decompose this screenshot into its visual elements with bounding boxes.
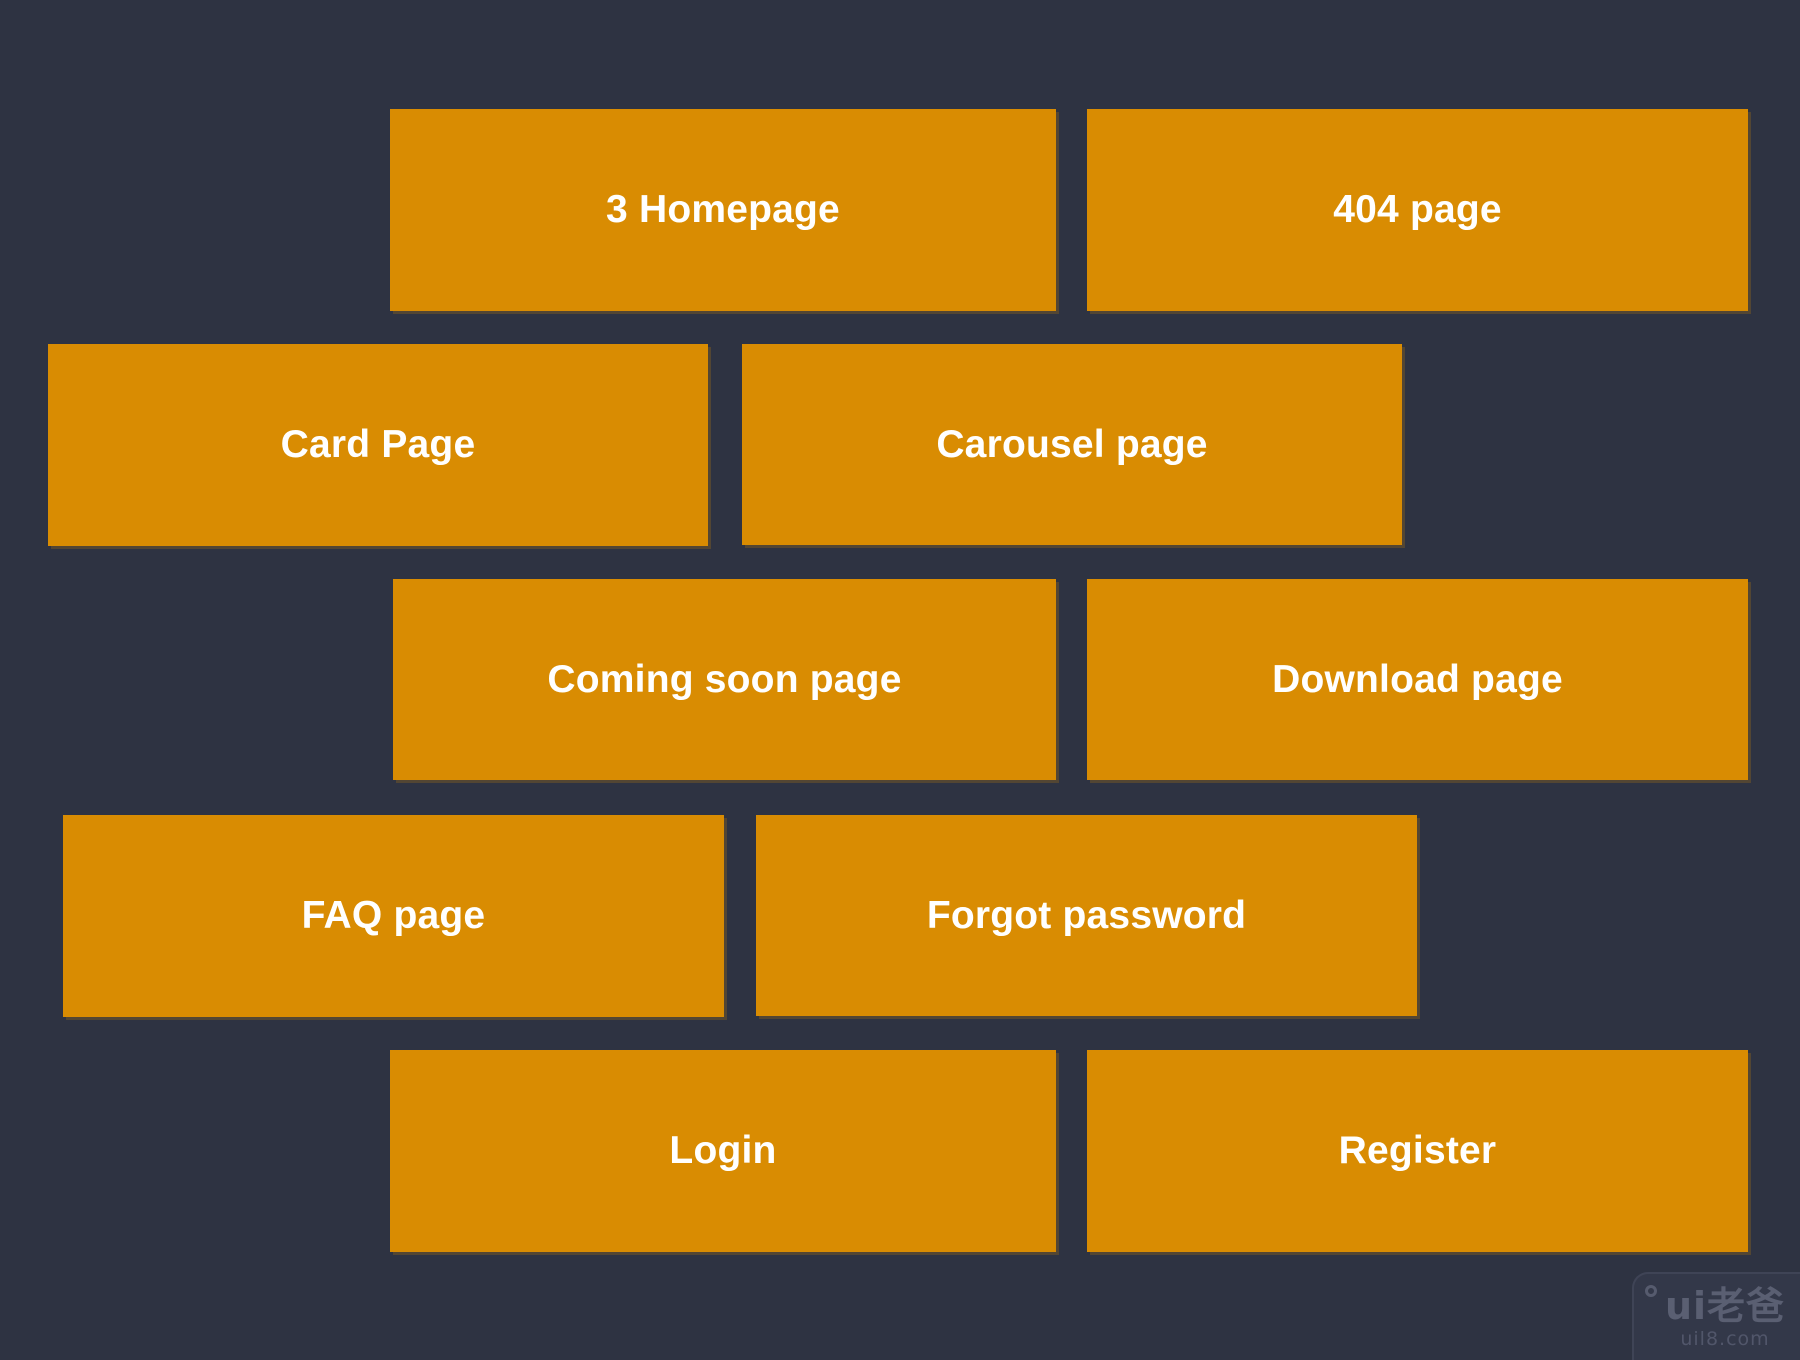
page-button-label: 404 page xyxy=(1333,188,1502,231)
page-button-label: Login xyxy=(669,1129,777,1172)
watermark-logo: ui老爸 xyxy=(1664,1284,1786,1328)
page-button-login[interactable]: Login xyxy=(390,1050,1056,1252)
page-button-label: Register xyxy=(1338,1129,1497,1172)
page-button-faq-page[interactable]: FAQ page xyxy=(63,815,724,1017)
circle-icon xyxy=(1645,1285,1657,1297)
watermark-site-url: uil8.com xyxy=(1680,1327,1770,1350)
page-button-404-page[interactable]: 404 page xyxy=(1087,109,1748,311)
page-button-carousel-page[interactable]: Carousel page xyxy=(742,344,1402,545)
page-button-3-homepage[interactable]: 3 Homepage xyxy=(390,109,1056,311)
page-button-label: Forgot password xyxy=(926,893,1247,937)
page-button-label: Card Page xyxy=(280,423,476,466)
page-button-label: Coming soon page xyxy=(547,657,902,701)
page-button-label: FAQ page xyxy=(301,894,486,937)
page-button-register[interactable]: Register xyxy=(1087,1050,1748,1252)
page-button-label: Carousel page xyxy=(936,422,1208,466)
watermark-badge: ui老爸 uil8.com xyxy=(1632,1272,1800,1360)
page-button-card-page[interactable]: Card Page xyxy=(48,344,708,546)
page-button-label: Download page xyxy=(1272,657,1563,701)
page-button-label: 3 Homepage xyxy=(606,188,840,231)
page-button-download-page[interactable]: Download page xyxy=(1087,579,1748,780)
page-button-coming-soon-page[interactable]: Coming soon page xyxy=(393,579,1056,780)
page-button-forgot-password[interactable]: Forgot password xyxy=(756,815,1417,1016)
